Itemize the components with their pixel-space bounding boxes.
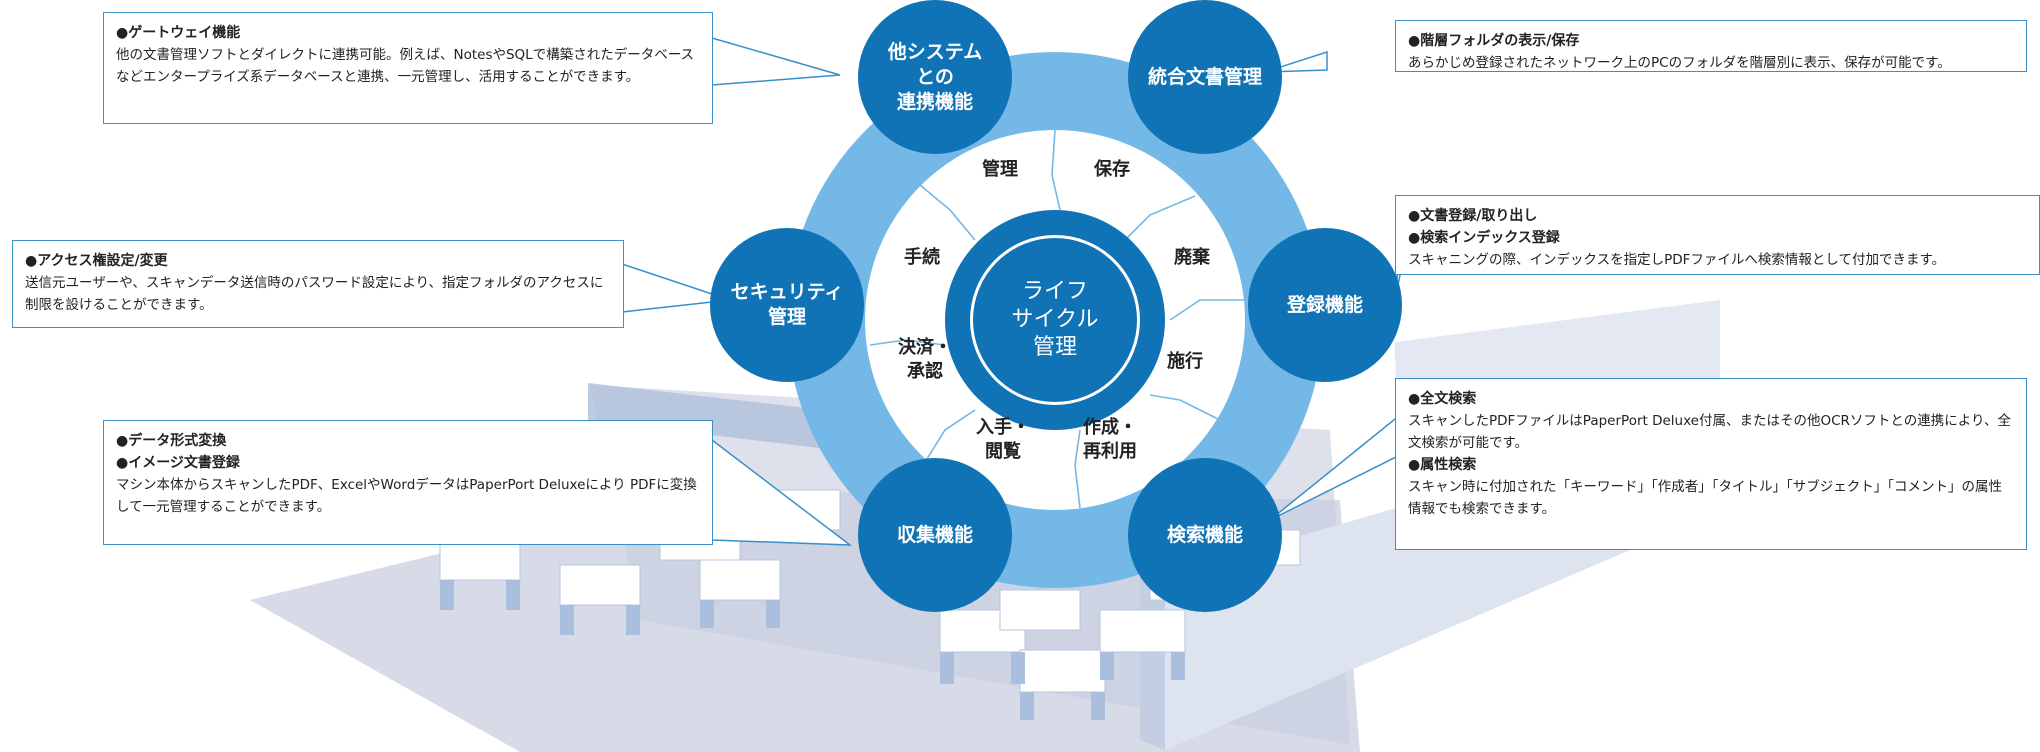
- segment-procedure: 手続: [904, 247, 940, 268]
- segment-store: 保存: [1094, 159, 1130, 180]
- callout-body: あらかじめ登録されたネットワーク上のPCのフォルダを階層別に表示、保存が可能です…: [1408, 55, 1951, 71]
- callout-folder: ●階層フォルダの表示/保存 あらかじめ登録されたネットワーク上のPCのフォルダを…: [1395, 20, 2027, 72]
- satellite-system-link: 他システム との 連携機能: [858, 0, 1012, 154]
- callout-heading: ●全文検索: [1408, 391, 1477, 407]
- satellite-security: セキュリティ 管理: [710, 228, 864, 382]
- callout-gateway: ●ゲートウェイ機能 他の文書管理ソフトとダイレクトに連携可能。例えば、Notes…: [103, 12, 713, 124]
- callout-doc-register: ●文書登録/取り出し ●検索インデックス登録 スキャニングの際、インデックスを指…: [1395, 195, 2040, 275]
- center-line2: サイクル: [1011, 307, 1099, 332]
- callout-heading: ●イメージ文書登録: [116, 455, 240, 471]
- callout-body: スキャンしたPDFファイルはPaperPort Deluxe付属、またはその他O…: [1408, 413, 2011, 451]
- sat-text: 登録機能: [1286, 293, 1363, 316]
- sat-text: 検索機能: [1166, 523, 1243, 546]
- callout-heading: ●属性検索: [1408, 457, 1477, 473]
- callout-heading: ●検索インデックス登録: [1408, 230, 1560, 246]
- satellite-integrated-doc: 統合文書管理: [1128, 0, 1282, 154]
- callout-fulltext: ●全文検索 スキャンしたPDFファイルはPaperPort Deluxe付属、ま…: [1395, 378, 2027, 550]
- segment-dividers: [869, 129, 1245, 509]
- satellite-search: 検索機能: [1128, 458, 1282, 612]
- callout-body: 送信元ユーザーや、スキャンデータ送信時のパスワード設定により、指定フォルダのアク…: [25, 275, 604, 313]
- segment-manage: 管理: [982, 159, 1018, 180]
- center-line3: 管理: [1032, 335, 1077, 360]
- callout-heading: ●アクセス権設定/変更: [25, 253, 168, 269]
- callout-body: マシン本体からスキャンしたPDF、ExcelやWordデータはPaperPort…: [116, 477, 697, 515]
- sat-text: 連携機能: [896, 90, 973, 113]
- callout-heading: ●文書登録/取り出し: [1408, 208, 1538, 224]
- sat-text: セキュリティ: [730, 281, 844, 303]
- lifecycle-label: ライフ サイクル 管理: [970, 235, 1140, 405]
- sat-text: 他システム: [887, 40, 983, 63]
- callout-body: 他の文書管理ソフトとダイレクトに連携可能。例えば、NotesやSQLで構築された…: [116, 47, 695, 85]
- lifecycle-center: ライフ サイクル 管理: [945, 210, 1165, 430]
- callout-heading: ●ゲートウェイ機能: [116, 25, 241, 41]
- segment-enforce: 施行: [1167, 351, 1203, 372]
- satellite-register: 登録機能: [1248, 228, 1402, 382]
- callout-connectors: [621, 37, 1401, 546]
- satellite-collect: 収集機能: [858, 458, 1012, 612]
- callout-heading: ●階層フォルダの表示/保存: [1408, 33, 1580, 49]
- callout-heading: ●データ形式変換: [116, 433, 227, 449]
- callout-body: スキャニングの際、インデックスを指定しPDFファイルへ検索情報として付加できます…: [1408, 252, 1946, 268]
- segment-obtain-view: 入手・ 閲覧: [976, 417, 1030, 462]
- callout-access: ●アクセス権設定/変更 送信元ユーザーや、スキャンデータ送信時のパスワード設定に…: [12, 240, 624, 328]
- sat-text: 統合文書管理: [1147, 65, 1262, 88]
- callout-body: スキャン時に付加された「キーワード」「作成者」「タイトル」「サブジェクト」「コメ…: [1408, 479, 2002, 517]
- segment-approve: 決済・ 承認: [898, 337, 952, 382]
- callout-format: ●データ形式変換 ●イメージ文書登録 マシン本体からスキャンしたPDF、Exce…: [103, 420, 713, 545]
- sat-text: との: [916, 65, 954, 88]
- segment-dispose: 廃棄: [1174, 247, 1210, 268]
- center-line1: ライフ: [1021, 279, 1088, 304]
- sat-text: 収集機能: [896, 523, 973, 546]
- sat-text: 管理: [767, 306, 806, 328]
- segment-create-reuse: 作成・ 再利用: [1083, 417, 1137, 462]
